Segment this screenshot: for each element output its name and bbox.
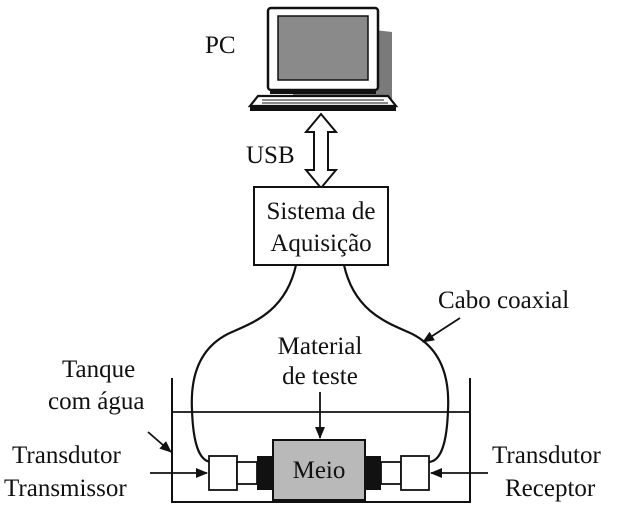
receiver-transducer xyxy=(365,455,430,491)
coaxial-cable-right xyxy=(342,264,450,464)
cable-pointer-arrow xyxy=(422,317,461,343)
laptop-icon xyxy=(247,6,399,111)
receiver-label-line2: Receptor xyxy=(505,475,596,502)
material-label-line1: Material xyxy=(278,333,363,360)
double-arrow-icon xyxy=(303,112,339,190)
transmitter-label-line2: Transmissor xyxy=(4,475,127,502)
acquisition-label-line1: Sistema de xyxy=(266,198,375,225)
tank-label-line2: com água xyxy=(48,388,144,415)
acquisition-system-box xyxy=(253,186,389,266)
transmitter-label-line1: Transdutor xyxy=(12,442,121,469)
pc-label: PC xyxy=(205,32,236,59)
transmitter-transducer xyxy=(208,455,273,491)
usb-label: USB xyxy=(246,142,295,169)
receiver-label-line1: Transdutor xyxy=(492,442,601,469)
coaxial-cable-label: Cabo coaxial xyxy=(438,287,569,314)
tank-label-line1: Tanque xyxy=(62,356,135,383)
water-tank xyxy=(171,378,471,503)
medium-label: Meio xyxy=(293,457,346,484)
coaxial-cable-left xyxy=(190,264,298,464)
tank-pointer-arrow xyxy=(147,431,172,453)
acquisition-label-line2: Aquisição xyxy=(270,230,371,257)
material-label-line2: de teste xyxy=(282,363,358,390)
